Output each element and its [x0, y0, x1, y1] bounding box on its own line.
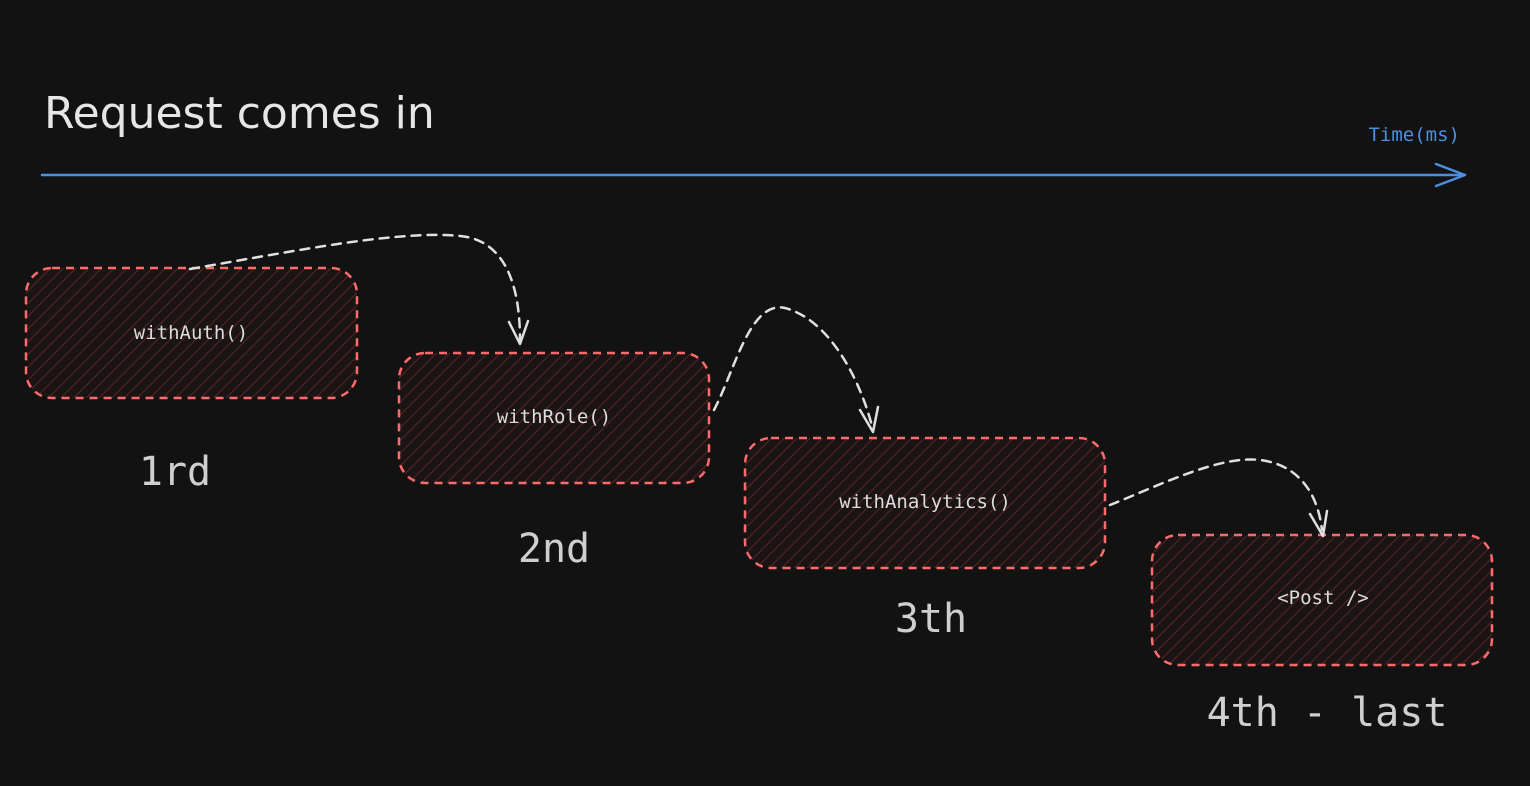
timeline-axis: Time(ms)	[40, 124, 1467, 188]
step-order-post: 4th - last	[1207, 690, 1448, 736]
step-analytics: withAnalytics() 3th	[743, 436, 1107, 642]
step-label-analytics: withAnalytics()	[839, 491, 1011, 513]
timeline-arrow-icon	[1434, 162, 1467, 188]
step-box-auth	[24, 266, 359, 400]
connector-line	[712, 306, 874, 428]
step-label-auth: withAuth()	[134, 322, 248, 344]
connector-role-to-analytics	[712, 306, 880, 434]
step-role: withRole() 2nd	[397, 351, 711, 572]
connector-analytics-to-post	[1108, 458, 1329, 538]
step-order-auth: 1rd	[139, 449, 211, 495]
step-box-analytics	[743, 436, 1107, 570]
connector-line	[188, 233, 522, 342]
step-order-analytics: 3th	[895, 596, 967, 642]
arrow-down-icon	[1308, 509, 1329, 538]
step-auth: withAuth() 1rd	[24, 266, 359, 495]
connector-auth-to-role	[188, 233, 530, 346]
diagram-title: Request comes in	[44, 88, 435, 139]
step-box-role	[397, 351, 711, 485]
step-label-post: <Post />	[1277, 587, 1369, 609]
arrow-down-icon	[858, 405, 880, 434]
step-label-role: withRole()	[497, 406, 611, 428]
step-post: <Post /> 4th - last	[1150, 533, 1494, 736]
arrow-down-icon	[507, 319, 530, 346]
connector-line	[1108, 458, 1324, 532]
step-order-role: 2nd	[518, 526, 590, 572]
timeline-label: Time(ms)	[1368, 124, 1460, 146]
